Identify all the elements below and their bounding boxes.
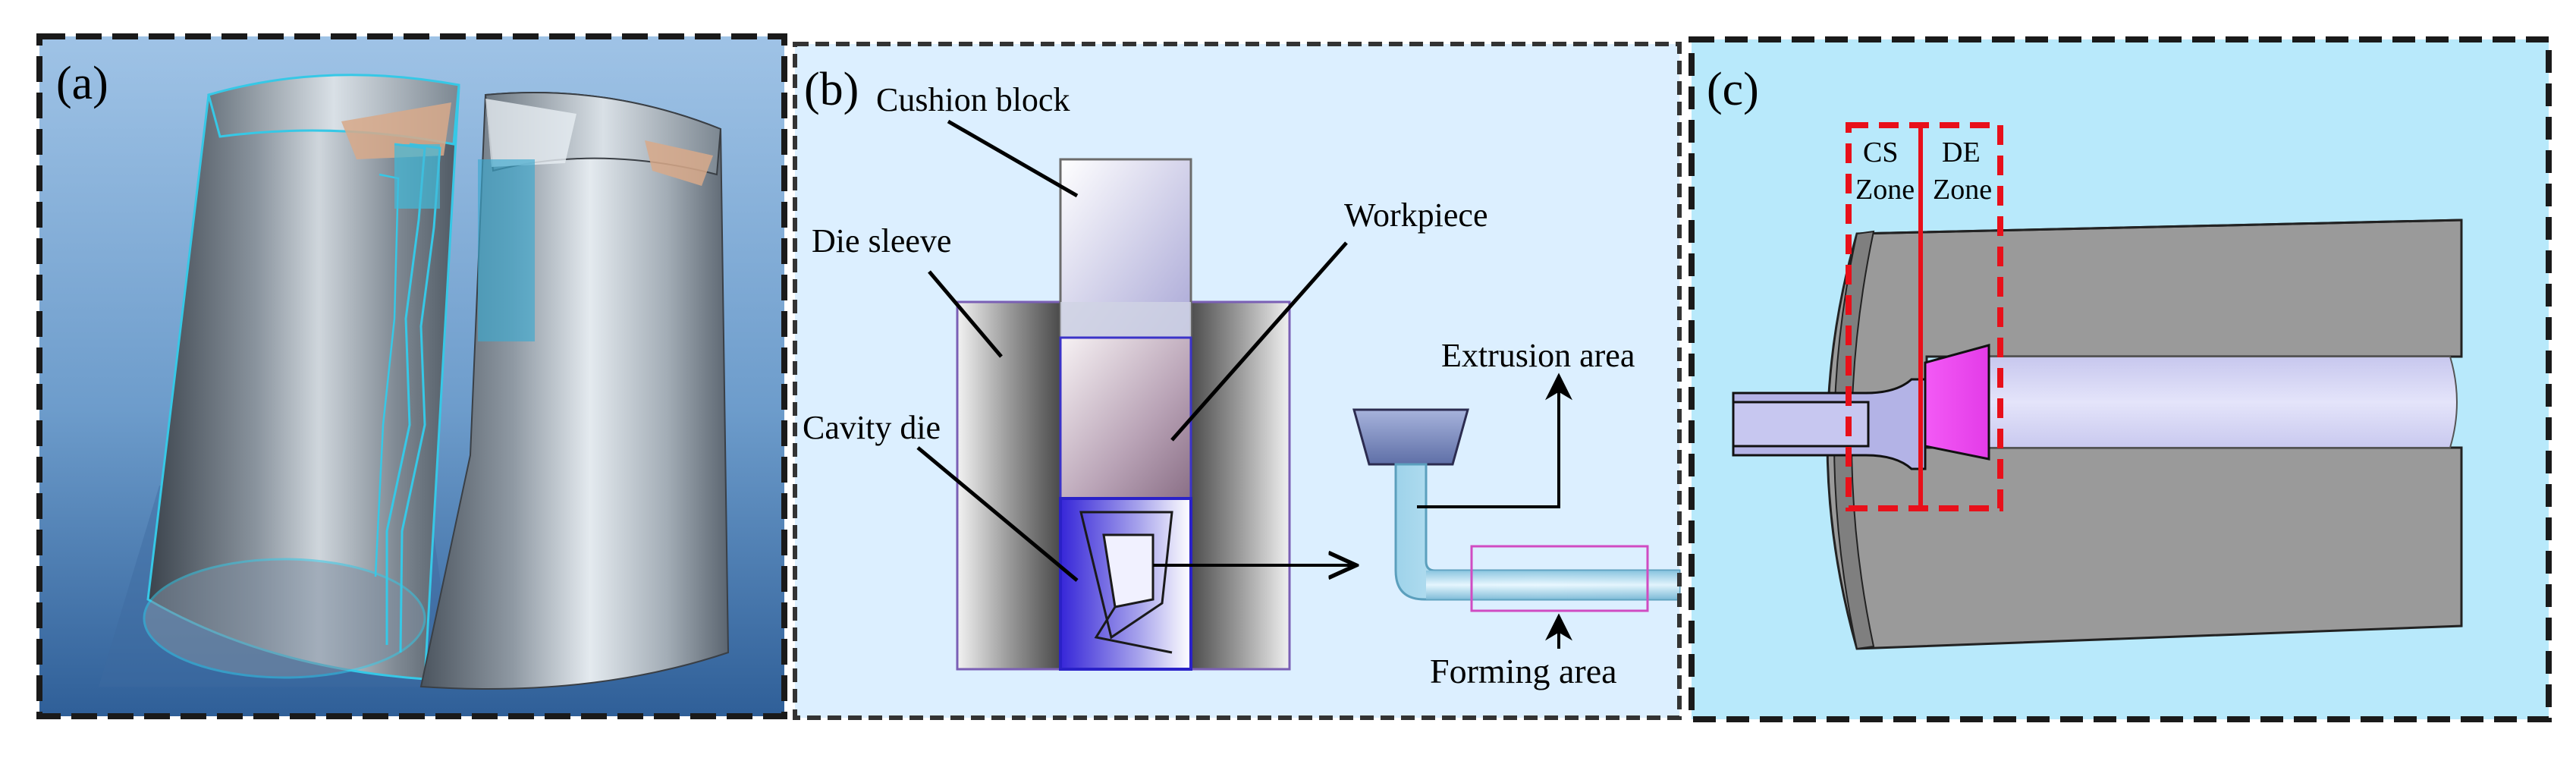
cushion-block-label: Cushion block <box>876 81 1070 118</box>
forming-area-box <box>1470 545 1649 612</box>
forming-area-label: Forming area <box>1430 652 1617 690</box>
cavity-die-leader <box>916 446 1079 582</box>
panel-c: (c) CS Zone DE Zone <box>1692 39 2549 719</box>
panel-b-frame <box>793 42 1682 720</box>
panel-a: (a) <box>39 36 784 716</box>
container-face <box>1833 230 1875 650</box>
panel-b: (b) Cushion block Workpiece Die sleeve C… <box>795 44 1681 718</box>
cavity-die-label: Cavity die <box>803 409 941 446</box>
container-bore <box>1987 356 2458 448</box>
workpiece-shape <box>1059 336 1192 500</box>
panel-a-label: (a) <box>56 58 108 109</box>
cs-zone-label-line1: CS <box>1863 137 1898 168</box>
cavity-die-shape <box>1059 497 1192 671</box>
de-zone-label-line2: Zone <box>1933 174 1992 206</box>
extrusion-area-arrow <box>1417 373 1572 508</box>
de-zone-label-line1: DE <box>1942 137 1981 168</box>
cushion-block-shape <box>1059 158 1192 339</box>
extrusion-area-label: Extrusion area <box>1441 337 1635 374</box>
die-right-half <box>419 92 730 690</box>
workpiece-leader <box>1170 241 1348 442</box>
panel-a-frame <box>36 33 787 719</box>
die-insert <box>1732 344 1990 470</box>
die-sleeve-right <box>1189 300 1291 671</box>
workpiece-label: Workpiece <box>1344 197 1487 234</box>
cs-zone-label-line2: Zone <box>1855 174 1915 206</box>
extrusion-schematic <box>1352 373 1681 649</box>
cs-zone-box <box>1846 122 2003 511</box>
die-sleeve-leader <box>928 270 1003 358</box>
panel-b-label: (b) <box>804 64 859 115</box>
cushion-block-leader <box>947 119 1079 198</box>
panel-c-label: (c) <box>1707 64 1759 115</box>
die-sleeve <box>956 300 1062 671</box>
die-left-half <box>143 74 460 681</box>
container-body <box>1826 219 2463 650</box>
die-sleeve-label: Die sleeve <box>812 222 951 259</box>
